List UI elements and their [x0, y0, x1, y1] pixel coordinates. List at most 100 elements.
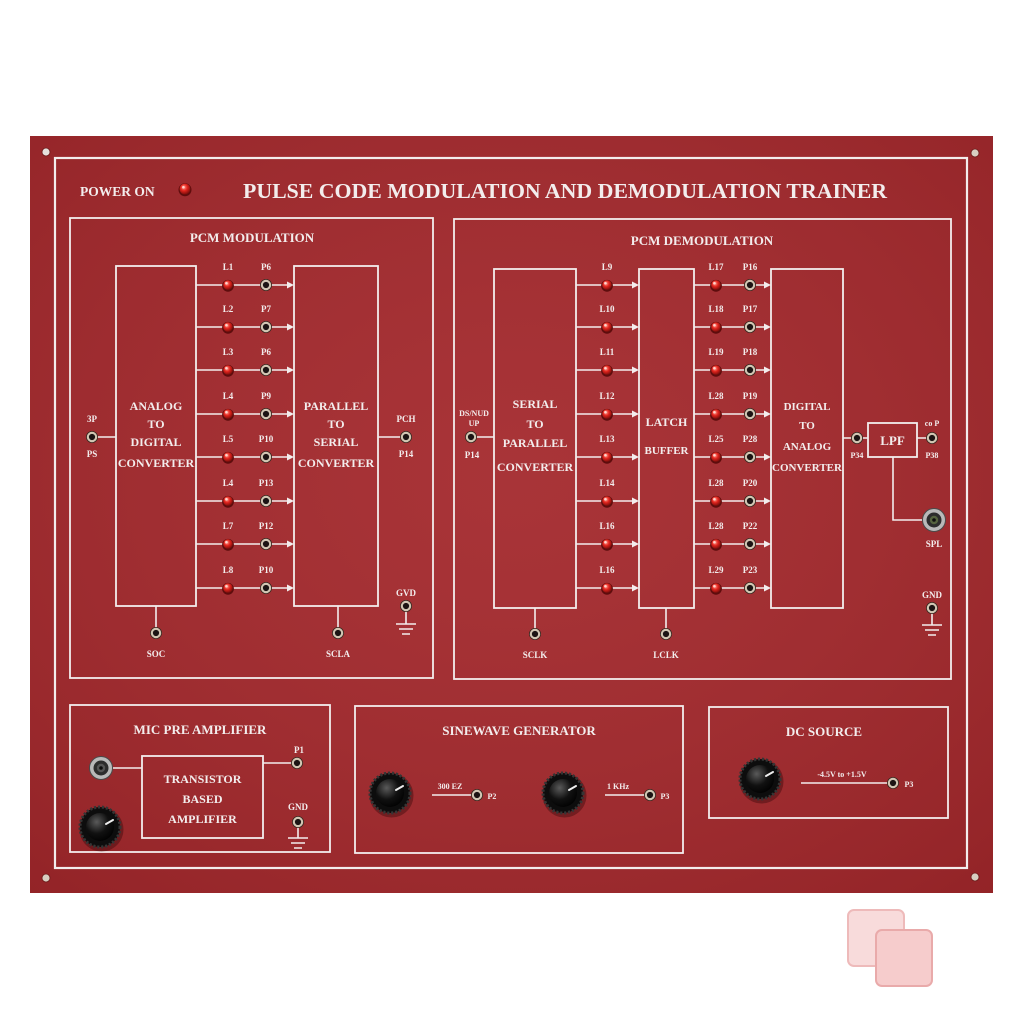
- jack-hole[interactable]: [889, 779, 897, 787]
- knob-cap[interactable]: [86, 813, 114, 841]
- knob-cap[interactable]: [376, 779, 404, 807]
- demod-left-led-label: L9: [602, 262, 613, 272]
- jack-hole[interactable]: [467, 433, 475, 441]
- knob-cap[interactable]: [746, 765, 774, 793]
- mod-bit-jack[interactable]: [259, 494, 272, 507]
- mod-led-label: L1: [223, 262, 234, 272]
- dac-label-line: CONVERTER: [772, 462, 843, 474]
- mic-gain-knob[interactable]: [78, 805, 124, 852]
- mod-bit-jack[interactable]: [259, 450, 272, 463]
- demod-latch-bit-jack[interactable]: [744, 494, 757, 507]
- demod-serial-bit-led: [601, 495, 613, 508]
- demod-latch-bit-jack[interactable]: [744, 450, 757, 463]
- mic-output-jack[interactable]: [290, 757, 303, 770]
- mod-ground-jack[interactable]: [399, 600, 412, 613]
- dc-level-knob[interactable]: [738, 757, 784, 804]
- lpf-output-jack[interactable]: [926, 431, 939, 444]
- demod-latch-bit-jack[interactable]: [744, 582, 757, 595]
- led-dome: [602, 539, 612, 549]
- mod-bit-jack[interactable]: [259, 320, 272, 333]
- adc-label-line: TO: [147, 417, 164, 431]
- knob-cap[interactable]: [549, 779, 577, 807]
- jack-hole[interactable]: [294, 818, 302, 826]
- sclk-jack[interactable]: [529, 628, 542, 641]
- mod-bit-jack[interactable]: [259, 363, 272, 376]
- jack-hole[interactable]: [853, 434, 861, 442]
- jack-hole[interactable]: [531, 630, 539, 638]
- demod-ground-jack[interactable]: [926, 602, 939, 615]
- jack-hole[interactable]: [746, 540, 754, 548]
- arrow-head-icon: [764, 453, 771, 461]
- jack-hole[interactable]: [262, 366, 270, 374]
- led-highlight: [225, 323, 228, 327]
- sine-high-frequency-knob[interactable]: [541, 771, 587, 818]
- jack-hole[interactable]: [473, 791, 481, 799]
- jack-hole[interactable]: [402, 433, 410, 441]
- mod-led-label: L7: [223, 521, 234, 531]
- demod-right-point-label: P19: [743, 391, 758, 401]
- jack-hole[interactable]: [262, 323, 270, 331]
- mod-output-jack[interactable]: [399, 430, 412, 443]
- jack-hole[interactable]: [746, 453, 754, 461]
- jack-hole[interactable]: [293, 759, 301, 767]
- spl-output-socket[interactable]: [922, 508, 946, 532]
- jack-hole[interactable]: [746, 323, 754, 331]
- jack-hole[interactable]: [662, 630, 670, 638]
- socket-hole[interactable]: [932, 518, 936, 522]
- jack-hole[interactable]: [88, 433, 96, 441]
- mod-bit-led: [222, 321, 234, 334]
- mod-bit-jack[interactable]: [259, 407, 272, 420]
- jack-hole[interactable]: [746, 584, 754, 592]
- jack-hole[interactable]: [402, 602, 410, 610]
- lclk-jack[interactable]: [660, 628, 673, 641]
- mod-bit-jack[interactable]: [259, 582, 272, 595]
- demod-right-point-label: P23: [743, 565, 758, 575]
- mic-input-socket[interactable]: [89, 756, 113, 780]
- jack-hole[interactable]: [262, 410, 270, 418]
- jack-hole[interactable]: [152, 629, 160, 637]
- mod-bit-jack[interactable]: [259, 278, 272, 291]
- jack-hole[interactable]: [334, 629, 342, 637]
- jack-hole[interactable]: [746, 410, 754, 418]
- jack-hole[interactable]: [262, 584, 270, 592]
- scla-jack[interactable]: [331, 627, 344, 640]
- mod-led-label: L4: [223, 391, 234, 401]
- jack-hole[interactable]: [262, 497, 270, 505]
- led-highlight: [713, 540, 716, 544]
- jack-hole[interactable]: [646, 791, 654, 799]
- jack-hole[interactable]: [928, 434, 936, 442]
- dac-label-line: ANALOG: [783, 441, 832, 453]
- demod-latch-bit-jack[interactable]: [744, 278, 757, 291]
- jack-hole[interactable]: [928, 604, 936, 612]
- demod-right-led-label: L28: [708, 521, 724, 531]
- demod-input-jack[interactable]: [464, 430, 477, 443]
- jack-hole[interactable]: [262, 453, 270, 461]
- demod-latch-bit-jack[interactable]: [744, 320, 757, 333]
- mod-input-jack[interactable]: [86, 430, 99, 443]
- sine-low-output-jack[interactable]: [470, 789, 483, 802]
- soc-jack[interactable]: [149, 627, 162, 640]
- demod-latch-bit-jack[interactable]: [744, 363, 757, 376]
- jack-hole[interactable]: [746, 366, 754, 374]
- demod-right-point-label: P18: [743, 347, 758, 357]
- dc-output-jack[interactable]: [887, 777, 900, 790]
- demod-latch-bit-jack[interactable]: [744, 538, 757, 551]
- sine-high-output-jack[interactable]: [644, 789, 657, 802]
- jack-hole[interactable]: [262, 281, 270, 289]
- demod-latch-bit-led: [710, 279, 722, 292]
- led-dome: [223, 496, 233, 506]
- mod-point-label: P6: [261, 347, 271, 357]
- led-highlight: [225, 540, 228, 544]
- jack-hole[interactable]: [746, 281, 754, 289]
- board-title: PULSE CODE MODULATION AND DEMODULATION T…: [243, 179, 888, 203]
- mod-bit-jack[interactable]: [259, 538, 272, 551]
- dac-output-jack[interactable]: [851, 431, 864, 444]
- demod-latch-bit-led: [710, 364, 722, 377]
- jack-hole[interactable]: [746, 497, 754, 505]
- sine-low-frequency-knob[interactable]: [368, 771, 414, 818]
- jack-hole[interactable]: [262, 540, 270, 548]
- mic-ground-jack[interactable]: [291, 816, 304, 829]
- demod-latch-bit-jack[interactable]: [744, 407, 757, 420]
- socket-hole[interactable]: [99, 766, 103, 770]
- demod-input-label-mid: UP: [469, 419, 480, 428]
